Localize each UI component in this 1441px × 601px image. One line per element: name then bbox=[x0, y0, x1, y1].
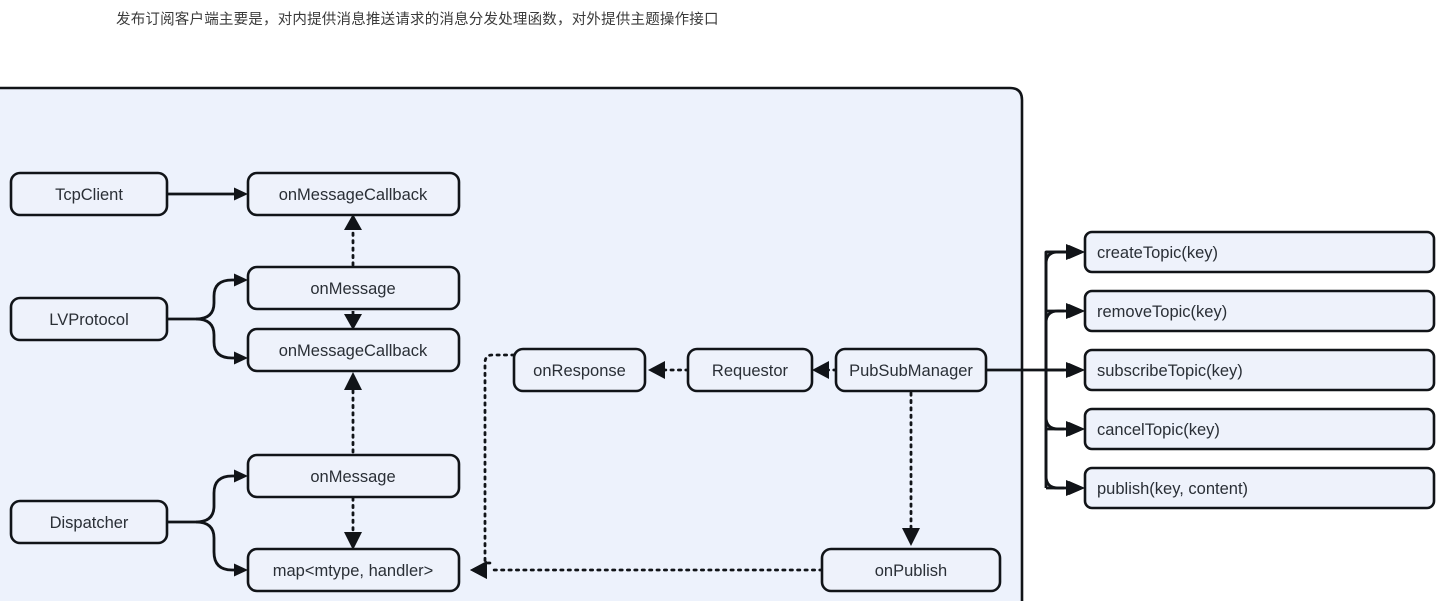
map-mtype-handler-box[interactable] bbox=[246, 547, 461, 593]
onpublish-label: onPublish bbox=[875, 562, 947, 580]
tcpclient-box[interactable] bbox=[9, 171, 169, 217]
onmessage-dispatcher-box[interactable] bbox=[246, 453, 461, 499]
onresponse-box[interactable] bbox=[512, 347, 647, 393]
edge-lvprotocol-fork bbox=[167, 273, 248, 365]
node-topic-api-removetopic[interactable]: removeTopic(key) bbox=[1083, 289, 1436, 333]
requestor-label: Requestor bbox=[712, 362, 789, 380]
node-onmessage-dispatcher[interactable]: onMessage bbox=[246, 453, 461, 499]
pubsubmanager-box[interactable] bbox=[834, 347, 988, 393]
lvprotocol-label: LVProtocol bbox=[49, 311, 129, 329]
node-requestor[interactable]: Requestor bbox=[686, 347, 814, 393]
onmessagecallback-top-label: onMessageCallback bbox=[279, 186, 428, 204]
node-onpublish[interactable]: onPublish bbox=[820, 547, 1002, 593]
edge-pubsubmanager-to-requestor bbox=[812, 361, 838, 379]
pubsubmanager-label: PubSubManager bbox=[849, 362, 973, 380]
node-map-mtype-handler[interactable]: map<mtype, handler> bbox=[246, 547, 461, 593]
node-topic-api-canceltopic[interactable]: cancelTopic(key) bbox=[1083, 407, 1436, 451]
onmessagecallback-top-box[interactable] bbox=[246, 171, 461, 217]
canceltopic-label: cancelTopic(key) bbox=[1097, 421, 1220, 439]
edge-dotted-up-to-onmessagecallback-lv bbox=[344, 372, 362, 454]
node-onmessagecallback-top[interactable]: onMessageCallback bbox=[246, 171, 461, 217]
dispatcher-box[interactable] bbox=[9, 499, 169, 545]
edge-onpublish-to-map bbox=[470, 561, 824, 579]
topic-api-branch-curves bbox=[1044, 244, 1085, 496]
publish-label: publish(key, content) bbox=[1097, 480, 1248, 498]
onmessagecallback-lv-box[interactable] bbox=[246, 327, 461, 373]
node-onmessagecallback-lv[interactable]: onMessageCallback bbox=[246, 327, 461, 373]
edge-onmessage-lv-down bbox=[344, 311, 362, 330]
node-onmessage-lv[interactable]: onMessage bbox=[246, 265, 461, 311]
createtopic-label: createTopic(key) bbox=[1097, 244, 1218, 262]
tcpclient-label: TcpClient bbox=[55, 186, 123, 204]
page-caption: 发布订阅客户端主要是，对内提供消息推送请求的消息分发处理函数，对外提供主题操作接… bbox=[116, 12, 719, 28]
node-onresponse[interactable]: onResponse bbox=[512, 347, 647, 393]
onpublish-box[interactable] bbox=[820, 547, 1002, 593]
lvprotocol-box[interactable] bbox=[9, 296, 169, 342]
onresponse-label: onResponse bbox=[533, 362, 626, 380]
node-topic-api-subscribetopic[interactable]: subscribeTopic(key) bbox=[1083, 348, 1436, 392]
map-mtype-handler-label: map<mtype, handler> bbox=[273, 562, 434, 580]
subscribetopic-label: subscribeTopic(key) bbox=[1097, 362, 1243, 380]
node-pubsubmanager[interactable]: PubSubManager bbox=[834, 347, 988, 393]
onmessage-lv-label: onMessage bbox=[310, 280, 395, 298]
edge-onmessage-dispatcher-to-map bbox=[344, 496, 362, 550]
edge-pubsubmanager-to-onpublish bbox=[902, 391, 920, 546]
node-lvprotocol[interactable]: LVProtocol bbox=[9, 296, 169, 342]
onmessage-lv-box[interactable] bbox=[246, 265, 461, 311]
node-dispatcher[interactable]: Dispatcher bbox=[9, 499, 169, 545]
requestor-box[interactable] bbox=[686, 347, 814, 393]
dispatcher-label: Dispatcher bbox=[50, 514, 129, 532]
node-topic-api-publish[interactable]: publish(key, content) bbox=[1083, 466, 1436, 510]
edge-dispatcher-fork bbox=[167, 469, 248, 577]
edge-requestor-to-onresponse bbox=[648, 361, 690, 379]
edge-tcpclient-to-onmessagecallback bbox=[167, 187, 248, 201]
removetopic-label: removeTopic(key) bbox=[1097, 303, 1227, 321]
onmessagecallback-lv-label: onMessageCallback bbox=[279, 342, 428, 360]
onmessage-dispatcher-label: onMessage bbox=[310, 468, 395, 486]
edge-onmessage-to-onmessagecallback-top bbox=[344, 214, 362, 267]
node-topic-api-createtopic[interactable]: createTopic(key) bbox=[1083, 230, 1436, 274]
node-tcpclient[interactable]: TcpClient bbox=[9, 171, 169, 217]
